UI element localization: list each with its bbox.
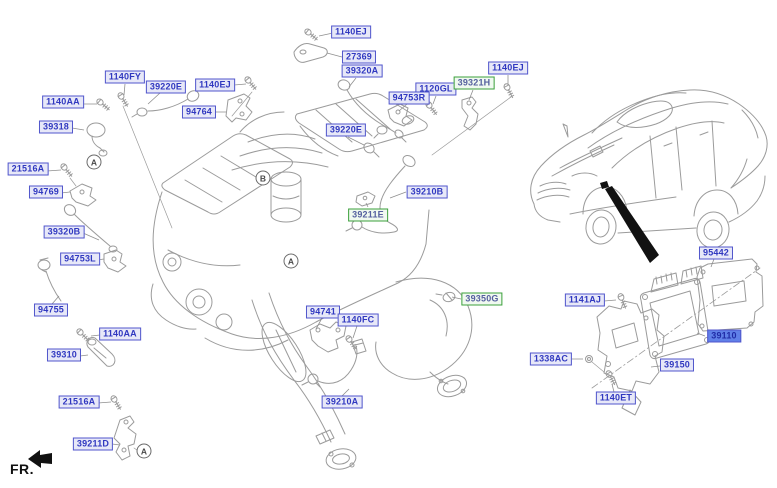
part-label-21516a[interactable]: 21516A bbox=[7, 162, 49, 176]
part-label-21516a-2[interactable]: 21516A bbox=[58, 395, 100, 409]
part-label-1140ej[interactable]: 1140EJ bbox=[331, 25, 371, 39]
part-label-94741[interactable]: 94741 bbox=[305, 305, 341, 319]
view-marker-b-2: B bbox=[255, 170, 271, 186]
part-label-39210a[interactable]: 39210A bbox=[321, 395, 363, 409]
part-label-94769[interactable]: 94769 bbox=[28, 185, 64, 199]
engine-assembly-drawing bbox=[122, 91, 512, 470]
view-marker-a-1: A bbox=[86, 154, 102, 170]
leader-lines bbox=[46, 32, 715, 446]
part-label-39150[interactable]: 39150 bbox=[659, 358, 695, 372]
part-label-1140ej-2[interactable]: 1140EJ bbox=[195, 78, 235, 92]
part-label-95442[interactable]: 95442 bbox=[698, 246, 734, 260]
part-label-39110[interactable]: 39110 bbox=[707, 329, 741, 343]
part-label-39220e[interactable]: 39220E bbox=[145, 80, 187, 94]
part-label-1140fc[interactable]: 1140FC bbox=[337, 313, 379, 327]
fr-arrow-icon bbox=[28, 450, 52, 468]
part-label-39350g[interactable]: 39350G bbox=[461, 292, 503, 306]
fr-label: FR. bbox=[10, 461, 35, 477]
part-label-39318[interactable]: 39318 bbox=[38, 120, 74, 134]
view-marker-a-4: A bbox=[136, 443, 152, 459]
location-arrow bbox=[600, 181, 659, 263]
fr-indicator: FR. bbox=[10, 461, 34, 477]
part-label-39210b[interactable]: 39210B bbox=[406, 185, 448, 199]
part-label-1338ac[interactable]: 1338AC bbox=[529, 352, 573, 366]
part-label-94753l[interactable]: 94753L bbox=[60, 252, 100, 266]
fastener-and-sensor-glyphs bbox=[37, 27, 629, 461]
view-marker-a-3: A bbox=[283, 253, 299, 269]
part-label-39211e[interactable]: 39211E bbox=[348, 208, 388, 222]
part-label-39220e-2[interactable]: 39220E bbox=[325, 123, 367, 137]
part-label-27369[interactable]: 27369 bbox=[341, 50, 377, 64]
part-label-94753r[interactable]: 94753R bbox=[388, 91, 430, 105]
part-label-39211d[interactable]: 39211D bbox=[72, 437, 114, 451]
part-label-1140aa-2[interactable]: 1140AA bbox=[99, 327, 141, 341]
part-label-1141aj[interactable]: 1141AJ bbox=[564, 293, 606, 307]
part-label-39310[interactable]: 39310 bbox=[46, 348, 82, 362]
part-label-1140et[interactable]: 1140ET bbox=[595, 391, 637, 405]
part-label-1140aa[interactable]: 1140AA bbox=[42, 95, 84, 109]
part-label-39320a[interactable]: 39320A bbox=[341, 64, 383, 78]
part-label-39320b[interactable]: 39320B bbox=[43, 225, 85, 239]
part-label-1140ej-3[interactable]: 1140EJ bbox=[488, 61, 528, 75]
part-label-94755[interactable]: 94755 bbox=[33, 303, 69, 317]
part-label-1140fy[interactable]: 1140FY bbox=[104, 70, 146, 84]
part-label-94764[interactable]: 94764 bbox=[181, 105, 217, 119]
part-label-39321h[interactable]: 39321H bbox=[453, 76, 495, 90]
